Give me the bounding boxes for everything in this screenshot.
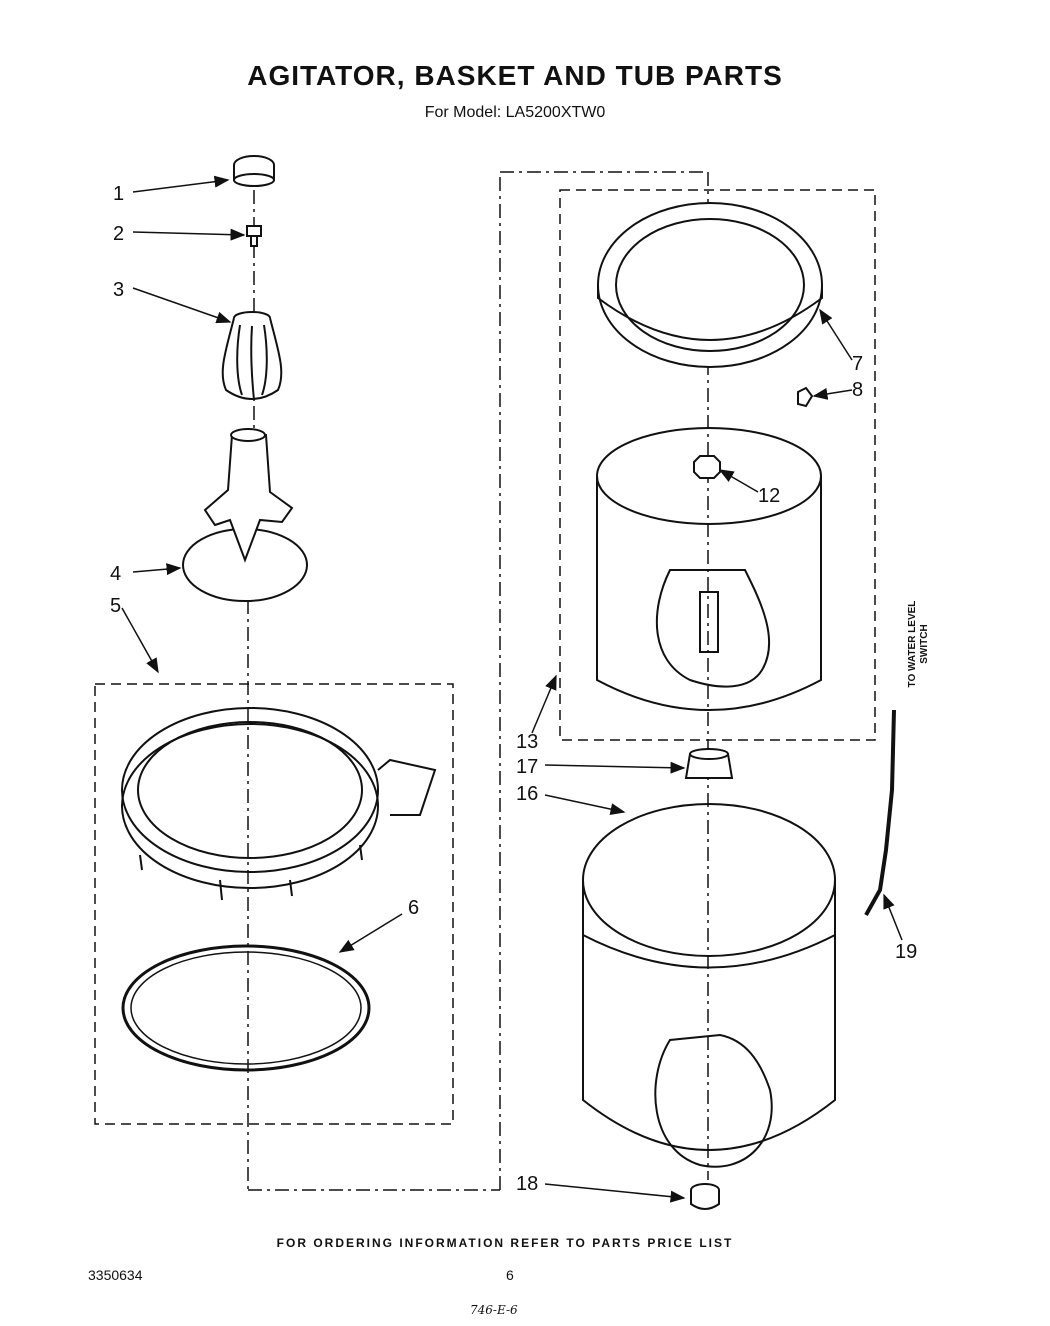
callout-arrows xyxy=(121,175,903,1203)
callout-4: 4 xyxy=(110,563,121,585)
basket-drive-bushing xyxy=(684,748,734,779)
agitator-barrel xyxy=(221,311,283,401)
callout-17: 17 xyxy=(516,756,538,778)
ordering-note: FOR ORDERING INFORMATION REFER TO PARTS … xyxy=(276,1236,734,1250)
agitator-fastener xyxy=(246,225,262,247)
page-title: AGITATOR, BASKET AND TUB PARTS xyxy=(247,60,783,91)
side-label-line1: TO WATER LEVEL xyxy=(907,600,918,688)
callout-1: 1 xyxy=(113,183,124,205)
callout-13: 13 xyxy=(516,731,538,753)
tub-ring-kit-box xyxy=(94,683,454,1125)
callout-3: 3 xyxy=(113,279,124,301)
callout-12: 12 xyxy=(758,485,780,507)
basket-hub-nut xyxy=(693,455,721,479)
callout-labels: 1 2 3 4 5 6 7 8 12 13 17 16 18 19 xyxy=(110,183,917,1195)
callout-7: 7 xyxy=(852,353,863,375)
drain-grommet xyxy=(690,1183,720,1210)
side-label-line2: SWITCH xyxy=(919,624,930,664)
document-number: 3350634 xyxy=(88,1267,143,1283)
callout-16: 16 xyxy=(516,783,538,805)
page-number: 6 xyxy=(506,1267,514,1283)
callout-18: 18 xyxy=(516,1173,538,1195)
water-level-switch-label: TO WATER LEVEL SWITCH xyxy=(907,589,931,699)
model-subtitle: For Model: LA5200XTW0 xyxy=(424,104,606,121)
spin-basket xyxy=(596,427,822,711)
tub-seal-ring xyxy=(121,944,371,1072)
agitator-base xyxy=(182,428,308,602)
tub-ring xyxy=(121,707,437,901)
handwritten-note: 746-E-6 xyxy=(470,1303,518,1317)
agitator-cap xyxy=(233,155,275,187)
callout-6: 6 xyxy=(408,897,419,919)
water-level-hose xyxy=(864,709,896,916)
basket-clip xyxy=(797,386,814,408)
outer-tub xyxy=(582,803,836,1168)
callout-2: 2 xyxy=(113,223,124,245)
callout-5: 5 xyxy=(110,595,121,617)
callout-19: 19 xyxy=(895,941,917,963)
callout-8: 8 xyxy=(852,379,863,401)
basket-ring xyxy=(597,202,823,368)
